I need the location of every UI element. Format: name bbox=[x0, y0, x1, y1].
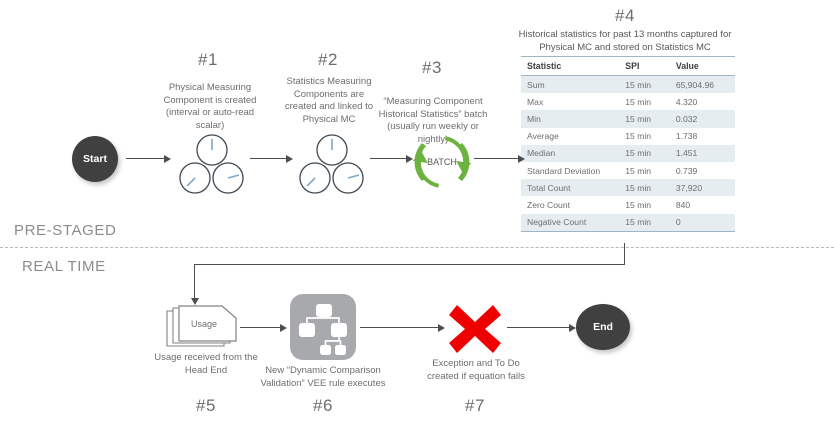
cell-statistic: Max bbox=[521, 93, 620, 111]
cell-statistic: Min bbox=[521, 110, 620, 128]
connector-step2-to-step3 bbox=[370, 158, 406, 160]
connector-start-to-step1 bbox=[126, 158, 164, 160]
step-number-7: #7 bbox=[465, 396, 485, 415]
cell-statistic: Standard Deviation bbox=[521, 161, 620, 180]
start-node: Start bbox=[72, 136, 118, 182]
arrow-head-usage bbox=[190, 298, 199, 305]
cell-spi: 15 min bbox=[619, 213, 670, 232]
cell-statistic: Median bbox=[521, 144, 620, 162]
arrow-head-end bbox=[569, 323, 576, 332]
cell-value: 0.739 bbox=[669, 161, 735, 180]
table-row: Standard Deviation 15 min 0.739 bbox=[521, 161, 735, 180]
connector-exception-to-end bbox=[507, 327, 569, 329]
step-description-2: Statistics Measuring Components are crea… bbox=[284, 76, 374, 125]
arrow-head-step3 bbox=[406, 154, 413, 163]
cell-spi: 15 min bbox=[619, 75, 670, 94]
step-description-4: Historical statistics for past 13 months… bbox=[518, 29, 732, 53]
cell-spi: 15 min bbox=[619, 144, 670, 162]
arrow-head-step4 bbox=[518, 154, 525, 163]
band-divider bbox=[0, 247, 834, 248]
cell-spi: 15 min bbox=[619, 196, 670, 214]
connector-vee-to-exception bbox=[360, 327, 438, 329]
step-number-6: #6 bbox=[313, 396, 333, 415]
table-row: Max 15 min 4.320 bbox=[521, 93, 735, 111]
cell-statistic: Sum bbox=[521, 75, 620, 94]
table-header-row: Statistic SPI Value bbox=[521, 56, 735, 76]
cell-statistic: Negative Count bbox=[521, 213, 620, 232]
step-description-3: “Measuring Component Historical Statisti… bbox=[378, 96, 488, 145]
start-node-label: Start bbox=[83, 153, 107, 165]
table-row: Min 15 min 0.032 bbox=[521, 110, 735, 128]
cell-value: 4.320 bbox=[669, 93, 735, 111]
table-row: Zero Count 15 min 840 bbox=[521, 196, 735, 214]
cell-spi: 15 min bbox=[619, 127, 670, 145]
step-number-1: #1 bbox=[198, 50, 218, 69]
step-description-5: Usage received from the Head End bbox=[154, 352, 258, 376]
vee-rule-icon bbox=[290, 294, 356, 360]
cell-value: 840 bbox=[669, 196, 735, 214]
band-label-prestaged: PRE-STAGED bbox=[14, 222, 117, 239]
table-row: Average 15 min 1.738 bbox=[521, 127, 735, 145]
cell-spi: 15 min bbox=[619, 161, 670, 180]
arrow-head-exception bbox=[438, 323, 445, 332]
connector-table-down bbox=[624, 243, 626, 265]
step-number-2: #2 bbox=[318, 50, 338, 69]
arrow-head-vee bbox=[280, 323, 287, 332]
batch-icon-label: BATCH bbox=[427, 157, 457, 167]
arrow-head-step1 bbox=[164, 154, 171, 163]
band-label-realtime: REAL TIME bbox=[22, 258, 106, 275]
cell-spi: 15 min bbox=[619, 179, 670, 197]
table-row: Sum 15 min 65,904.96 bbox=[521, 75, 735, 94]
usage-icon-label: Usage bbox=[191, 319, 217, 329]
cell-spi: 15 min bbox=[619, 110, 670, 128]
exception-error-icon bbox=[449, 305, 501, 353]
cell-spi: 15 min bbox=[619, 93, 670, 111]
connector-step3-to-table bbox=[474, 158, 518, 160]
cell-statistic: Average bbox=[521, 127, 620, 145]
cell-value: 1.451 bbox=[669, 144, 735, 162]
end-node-label: End bbox=[593, 321, 613, 333]
table-row: Total Count 15 min 37,920 bbox=[521, 179, 735, 197]
end-node: End bbox=[576, 304, 630, 350]
measuring-component-icon-2 bbox=[299, 134, 364, 194]
connector-table-to-usage bbox=[194, 264, 625, 266]
batch-process-icon: BATCH bbox=[412, 136, 472, 188]
measuring-component-icon-1 bbox=[179, 134, 244, 194]
column-header-value: Value bbox=[669, 56, 735, 76]
cell-statistic: Total Count bbox=[521, 179, 620, 197]
arrow-head-step2 bbox=[286, 154, 293, 163]
step-description-6: New “Dynamic Comparison Validation” VEE … bbox=[260, 365, 386, 389]
step-description-7: Exception and To Do created if equation … bbox=[427, 358, 525, 382]
table-row: Median 15 min 1.451 bbox=[521, 144, 735, 162]
connector-usage-to-vee bbox=[240, 327, 280, 329]
table-row: Negative Count 15 min 0 bbox=[521, 213, 735, 232]
step-description-1: Physical Measuring Component is created … bbox=[163, 82, 257, 131]
statistics-table-wrapper: Statistic SPI Value Sum 15 min 65,904.96… bbox=[521, 56, 735, 232]
cell-value: 0.032 bbox=[669, 110, 735, 128]
column-header-statistic: Statistic bbox=[521, 56, 620, 76]
cell-value: 1.738 bbox=[669, 127, 735, 145]
statistics-table: Statistic SPI Value Sum 15 min 65,904.96… bbox=[521, 56, 735, 232]
cell-value: 37,920 bbox=[669, 179, 735, 197]
step-number-5: #5 bbox=[196, 396, 216, 415]
usage-documents-icon: Usage bbox=[166, 305, 237, 347]
step-number-4: #4 bbox=[615, 6, 635, 25]
connector-step1-to-step2 bbox=[250, 158, 286, 160]
cell-statistic: Zero Count bbox=[521, 196, 620, 214]
cell-value: 0 bbox=[669, 213, 735, 232]
cell-value: 65,904.96 bbox=[669, 75, 735, 94]
column-header-spi: SPI bbox=[619, 56, 670, 76]
connector-down-to-usage bbox=[194, 264, 196, 299]
statistics-table-body: Sum 15 min 65,904.96 Max 15 min 4.320 Mi… bbox=[521, 75, 735, 232]
step-number-3: #3 bbox=[422, 58, 442, 77]
